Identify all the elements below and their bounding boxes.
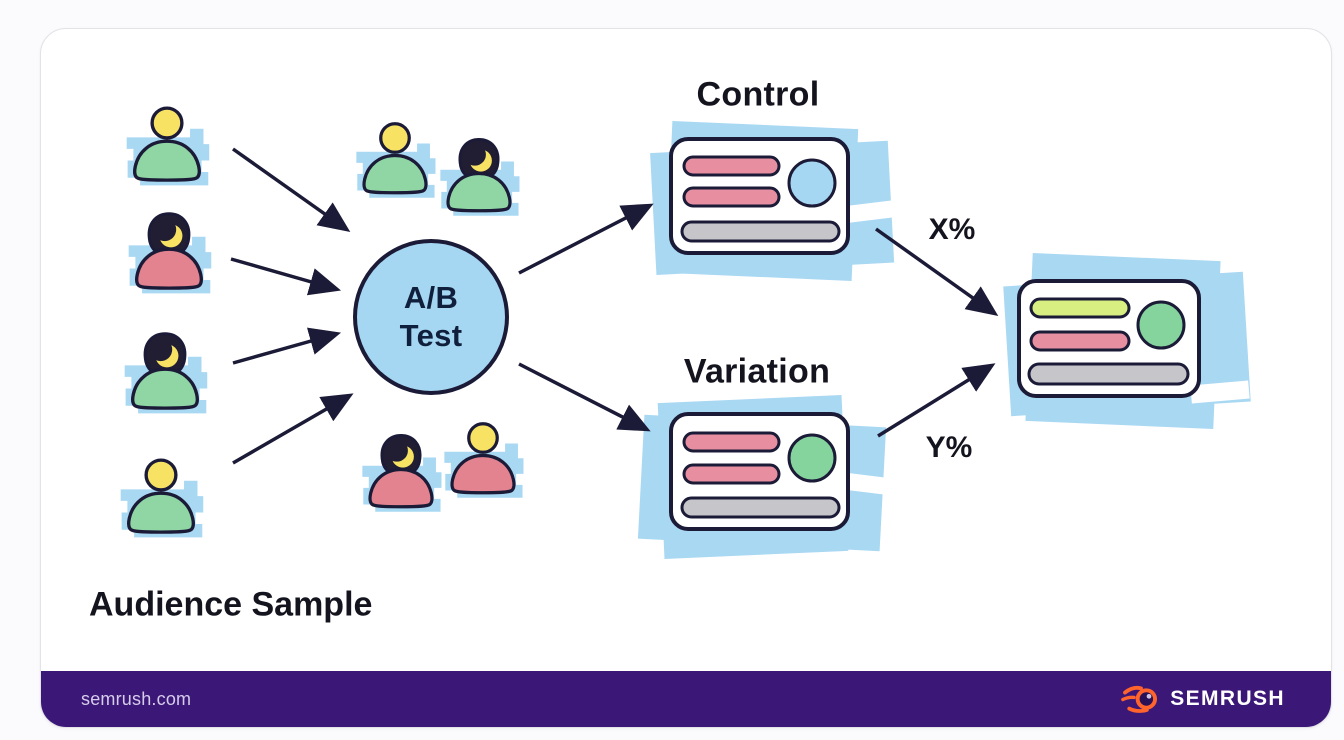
control-text-bar-1 bbox=[682, 155, 781, 177]
person-icon-4 bbox=[121, 460, 204, 537]
audience-sample-label: Audience Sample bbox=[89, 585, 373, 624]
arrow-person3-to-test bbox=[232, 327, 342, 365]
diagram-stage: A/B Test Control Variation X% Y% Audienc… bbox=[41, 29, 1331, 671]
ab-test-line1: A/B bbox=[403, 280, 459, 315]
control-label: Control bbox=[696, 75, 820, 114]
arrow-person4-to-test bbox=[232, 393, 354, 465]
ab-test-line2: Test bbox=[399, 318, 463, 353]
result-footer-bar bbox=[1027, 362, 1190, 386]
variation-card bbox=[637, 395, 890, 559]
result-card bbox=[1003, 252, 1251, 430]
arrow-test-to-variation bbox=[518, 362, 651, 432]
arrow-person2-to-test bbox=[230, 257, 342, 296]
control-footer-bar bbox=[680, 220, 841, 243]
semrush-comet-icon bbox=[1121, 685, 1158, 713]
person-icon-group-b-1 bbox=[362, 435, 441, 511]
ab-test-label: A/B Test bbox=[400, 279, 463, 355]
result-image-circle bbox=[1136, 300, 1186, 350]
person-icon-2 bbox=[129, 214, 212, 294]
result-text-bar-1 bbox=[1029, 297, 1131, 319]
variation-text-bar-1 bbox=[682, 431, 781, 453]
person-icon-1 bbox=[127, 108, 210, 185]
brand-lockup: SEMRUSH bbox=[1121, 683, 1285, 715]
person-icon-group-b-2 bbox=[444, 424, 523, 498]
footer-site-text: semrush.com bbox=[81, 688, 192, 709]
person-icon-group-a-2 bbox=[440, 139, 519, 215]
result-text-bar-2 bbox=[1029, 330, 1131, 352]
slide-card: A/B Test Control Variation X% Y% Audienc… bbox=[40, 28, 1332, 728]
variation-image-circle bbox=[787, 433, 837, 483]
variation-text-bar-2 bbox=[682, 463, 781, 485]
arrow-test-to-control bbox=[518, 203, 654, 275]
arrow-control-to-result bbox=[874, 227, 999, 317]
group-b-icons bbox=[362, 424, 523, 512]
person-icon-group-a-1 bbox=[356, 124, 435, 198]
control-card bbox=[650, 120, 896, 281]
control-rate-label: X% bbox=[928, 213, 976, 246]
group-a-icons bbox=[356, 124, 519, 216]
control-image-circle bbox=[787, 158, 837, 208]
variation-label: Variation bbox=[683, 352, 831, 391]
footer-bar: semrush.com SEMRUSH bbox=[41, 671, 1331, 727]
flow-arrows bbox=[230, 147, 999, 465]
brand-wordmark: SEMRUSH bbox=[1170, 687, 1285, 710]
ab-test-circle bbox=[353, 239, 509, 395]
arrow-person1-to-test bbox=[231, 147, 351, 233]
arrow-variation-to-result bbox=[877, 363, 996, 438]
variation-rate-label: Y% bbox=[925, 431, 973, 464]
person-icon-3 bbox=[125, 334, 208, 414]
variation-footer-bar bbox=[680, 496, 841, 519]
control-text-bar-2 bbox=[682, 186, 781, 208]
diagram-canvas bbox=[41, 29, 1251, 559]
